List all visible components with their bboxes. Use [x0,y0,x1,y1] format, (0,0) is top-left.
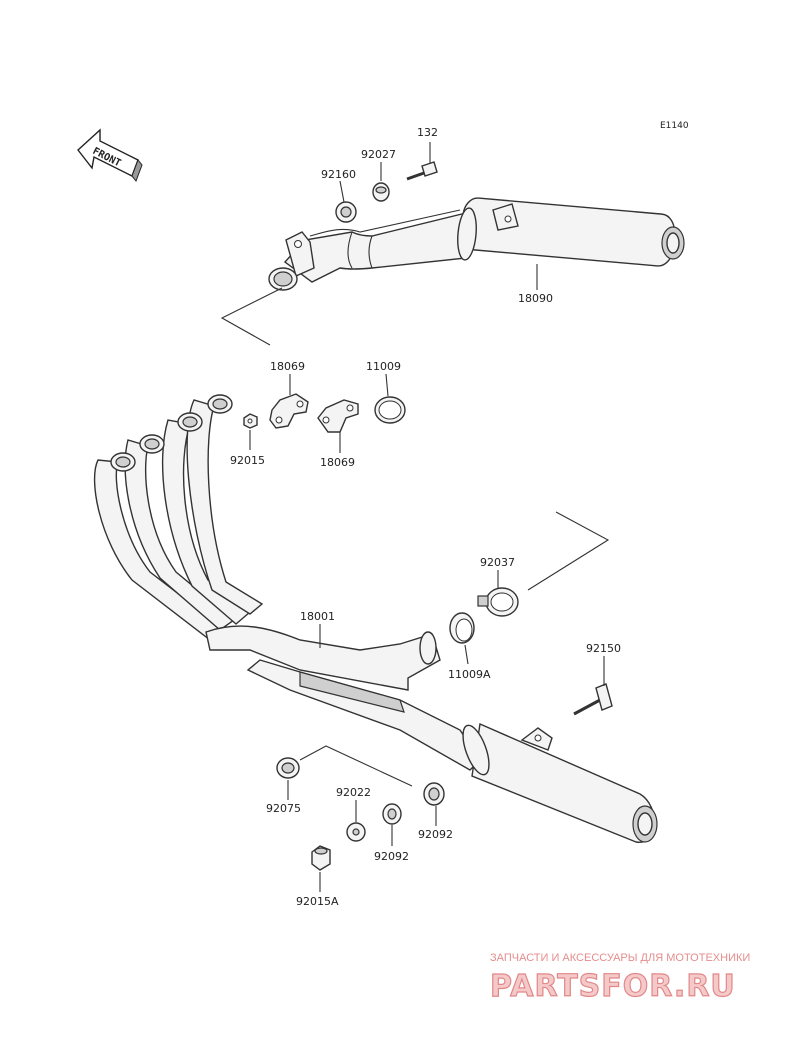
label-92092-b: 92092 [418,828,453,841]
label-18001: 18001 [300,610,335,623]
front-arrow-icon: FRONT [77,128,143,182]
damper-92092-b[interactable] [382,803,402,825]
label-92022: 92022 [336,786,371,799]
label-92160: 92160 [321,168,356,181]
gasket-11009A[interactable] [449,612,475,644]
label-11009A: 11009A [448,668,491,681]
holder-18069-b[interactable] [317,399,359,433]
watermark-tagline: ЗАПЧАСТИ И АКСЕССУАРЫ ДЛЯ МОТОТЕХНИКИ [490,952,750,964]
bolt-92150[interactable] [573,683,613,716]
watermark-logo: PARTSFOR.RU [490,969,736,1004]
damper-92092-a[interactable] [423,782,445,806]
bolt-132[interactable] [406,161,438,181]
muffler-upper[interactable] [268,197,685,291]
label-92037: 92037 [480,556,515,569]
damper-92160[interactable] [335,201,357,223]
washer-92022[interactable] [346,822,366,842]
exhaust-header-18001[interactable] [93,394,658,843]
label-92150: 92150 [586,642,621,655]
label-18069-b: 18069 [320,456,355,469]
label-92027: 92027 [361,148,396,161]
label-92075: 92075 [266,802,301,815]
clamp-92037[interactable] [477,587,519,617]
label-11009: 11009 [366,360,401,373]
label-92015: 92015 [230,454,265,467]
nut-92015A[interactable] [311,845,331,871]
nut-92015[interactable] [243,413,258,429]
label-132: 132 [417,126,438,139]
gasket-11009[interactable] [374,396,406,424]
label-18090: 18090 [518,292,553,305]
label-92092-a: 92092 [374,850,409,863]
collar-92027[interactable] [372,182,390,202]
label-18069-a: 18069 [270,360,305,373]
diagram-code: E1140 [660,121,689,131]
label-92015A: 92015A [296,895,339,908]
collar-92075[interactable] [276,757,300,779]
holder-18069-a[interactable] [269,393,309,429]
